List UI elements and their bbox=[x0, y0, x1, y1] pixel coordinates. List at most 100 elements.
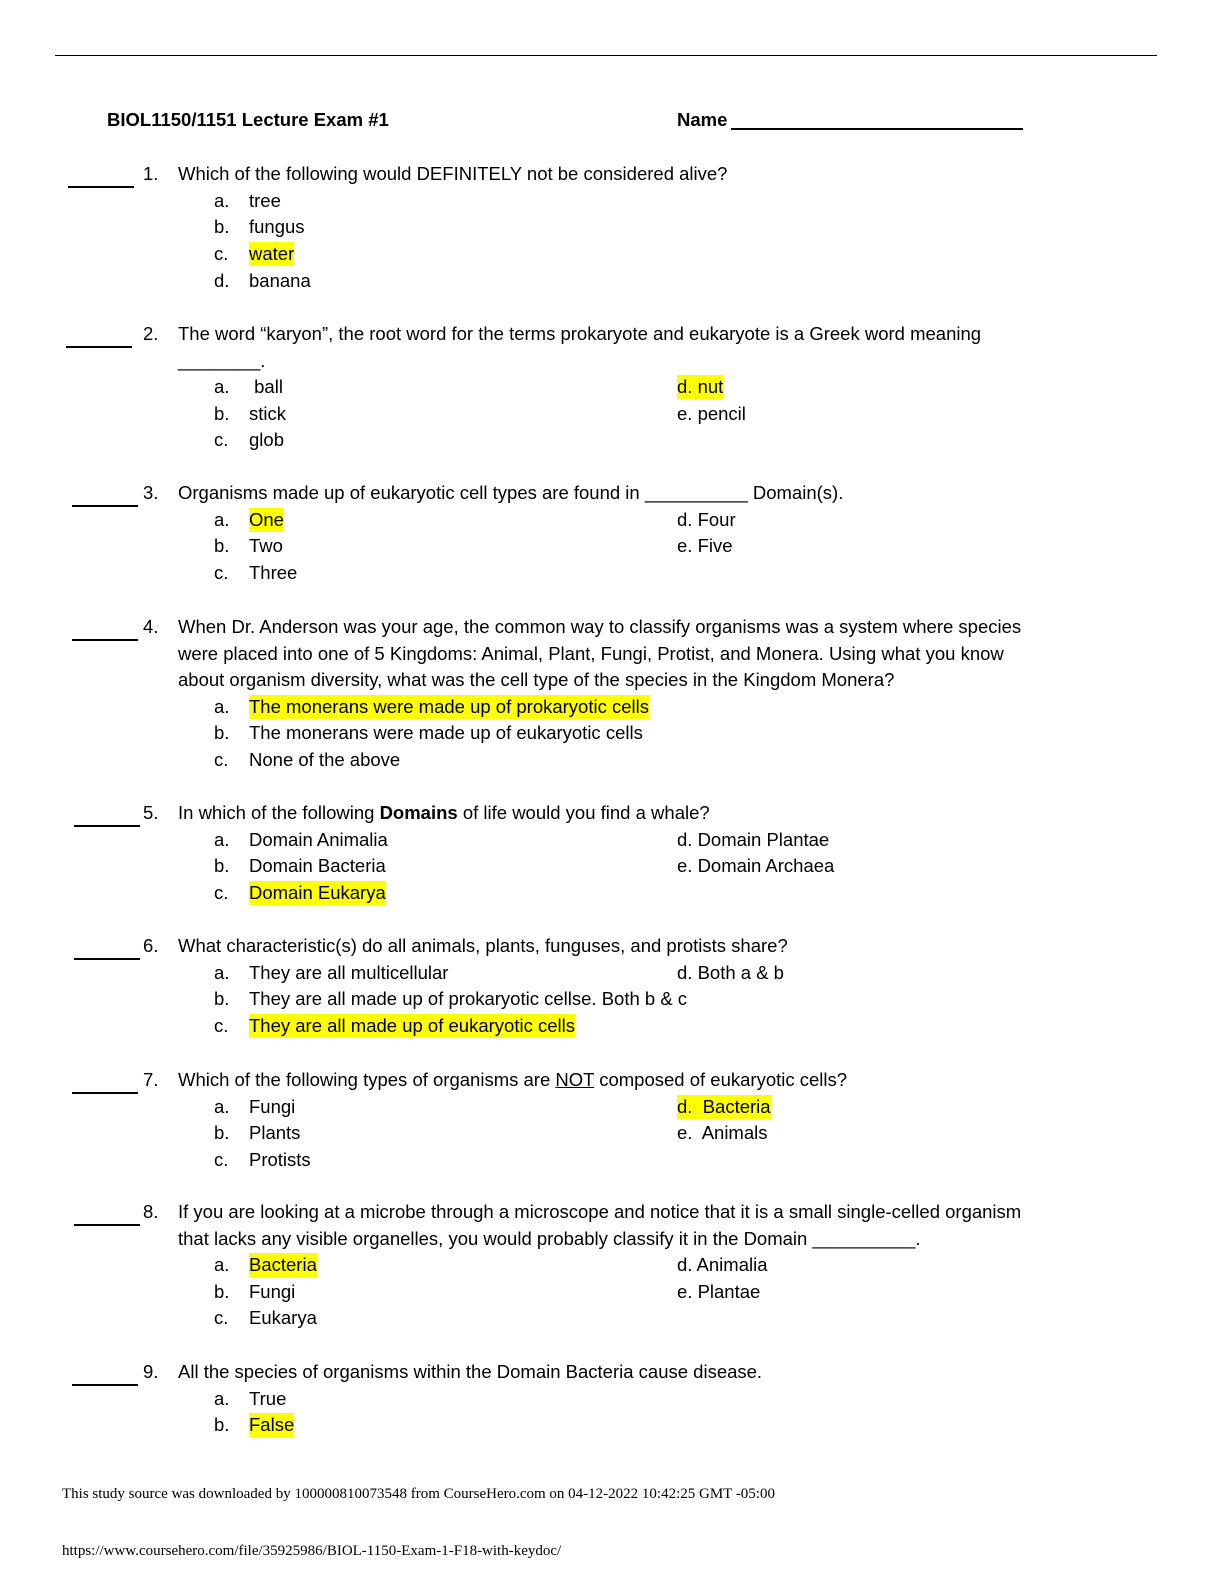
question-number: 1. bbox=[143, 163, 159, 184]
question-stem-line: about organism diversity, what was the c… bbox=[178, 668, 894, 692]
option-label: a. bbox=[214, 961, 230, 983]
option-text[interactable]: False bbox=[249, 1413, 295, 1438]
question-stem-line: When Dr. Anderson was your age, the comm… bbox=[178, 615, 1021, 639]
option-text[interactable]: Protists bbox=[249, 1148, 311, 1170]
answer-blank[interactable] bbox=[72, 1384, 138, 1386]
option-text-right[interactable]: d. Bacteria bbox=[677, 1094, 771, 1119]
option-text[interactable]: Three bbox=[249, 561, 298, 583]
answer-blank[interactable] bbox=[74, 825, 140, 827]
option-text[interactable]: They are all made up of eukaryotic cells bbox=[249, 1013, 575, 1038]
question-number: 5. bbox=[143, 802, 159, 823]
option-label: c. bbox=[214, 429, 229, 451]
option-label: a. bbox=[214, 1254, 230, 1275]
option-label: a. bbox=[214, 508, 230, 530]
option-text[interactable]: One bbox=[249, 507, 284, 532]
answer-blank[interactable] bbox=[72, 505, 138, 507]
option-label: a. bbox=[214, 828, 230, 850]
answer-blank[interactable] bbox=[68, 186, 134, 188]
option-text-right[interactable]: d. nut bbox=[677, 375, 724, 399]
option-label: c. bbox=[214, 881, 229, 903]
option-text-right[interactable]: e. Plantae bbox=[677, 1280, 761, 1302]
question-stem-line: Organisms made up of eukaryotic cell typ… bbox=[178, 481, 843, 505]
option-text[interactable]: Fungi bbox=[249, 1095, 296, 1117]
question-stem-line: What characteristic(s) do all animals, p… bbox=[178, 934, 788, 958]
name-field[interactable] bbox=[731, 128, 1023, 130]
question-stem-line: were placed into one of 5 Kingdoms: Anim… bbox=[178, 642, 1004, 666]
option-label: b. bbox=[214, 402, 230, 424]
stem-text: In which of the following bbox=[178, 802, 380, 823]
option-text-right[interactable]: d. Animalia bbox=[677, 1254, 768, 1275]
option-text-right[interactable]: e. Domain Archaea bbox=[677, 855, 835, 877]
question-stem-line: All the species of organisms within the … bbox=[178, 1360, 762, 1384]
question-stem-line: Which of the following types of organism… bbox=[178, 1068, 847, 1092]
option-text[interactable]: stick bbox=[249, 402, 286, 424]
underlined-text: NOT bbox=[555, 1069, 595, 1090]
option-label: a. bbox=[214, 1095, 230, 1117]
option-text[interactable]: ball bbox=[249, 376, 283, 397]
option-text[interactable]: Domain Eukarya bbox=[249, 880, 386, 905]
option-text-right[interactable]: d. Both a & b bbox=[677, 961, 784, 983]
answer-blank[interactable] bbox=[74, 1224, 140, 1226]
option-label: b. bbox=[214, 722, 230, 744]
stem-text: ________. bbox=[178, 349, 266, 371]
option-text[interactable]: Bacteria bbox=[249, 1253, 317, 1277]
option-label: b. bbox=[214, 216, 230, 238]
option-label: a. bbox=[214, 189, 230, 211]
option-text[interactable]: water bbox=[249, 241, 295, 266]
question-stem-line: ________. bbox=[178, 349, 265, 373]
option-text[interactable]: True bbox=[249, 1387, 287, 1409]
answer-blank[interactable] bbox=[72, 1092, 138, 1094]
answer-blank[interactable] bbox=[74, 958, 140, 960]
option-label: c. bbox=[214, 1014, 229, 1036]
option-text[interactable]: The monerans were made up of prokaryotic… bbox=[249, 694, 649, 719]
option-label: c. bbox=[214, 1307, 229, 1329]
option-text[interactable]: Domain Animalia bbox=[249, 828, 388, 850]
exam-title: BIOL1150/1151 Lecture Exam #1 bbox=[107, 109, 389, 130]
option-text[interactable]: tree bbox=[249, 189, 281, 211]
stem-text: Organisms made up of eukaryotic cell typ… bbox=[178, 482, 844, 503]
question-number: 9. bbox=[143, 1361, 159, 1382]
option-text[interactable]: glob bbox=[249, 429, 284, 451]
option-text[interactable]: Plants bbox=[249, 1122, 301, 1144]
option-text[interactable]: They are all multicellular bbox=[249, 961, 449, 983]
option-text[interactable]: They are all made up of prokaryotic cell… bbox=[249, 988, 688, 1010]
top-rule bbox=[55, 55, 1157, 56]
option-label: b. bbox=[214, 855, 230, 877]
stem-text: that lacks any visible organelles, you w… bbox=[178, 1227, 921, 1249]
stem-text: Which of the following types of organism… bbox=[178, 1069, 556, 1090]
question-stem-line: that lacks any visible organelles, you w… bbox=[178, 1227, 920, 1251]
option-label: b. bbox=[214, 1280, 230, 1302]
stem-text: of life would you find a whale? bbox=[457, 802, 710, 823]
option-text[interactable]: The monerans were made up of eukaryotic … bbox=[249, 722, 643, 744]
option-text-right[interactable]: d. Domain Plantae bbox=[677, 828, 830, 850]
option-text[interactable]: Domain Bacteria bbox=[249, 855, 386, 877]
option-text-right[interactable]: e. Five bbox=[677, 535, 733, 557]
answer-blank[interactable] bbox=[72, 639, 138, 641]
name-label: Name bbox=[677, 109, 728, 130]
option-label: b. bbox=[214, 1414, 230, 1436]
option-text[interactable]: fungus bbox=[249, 216, 305, 238]
question-number: 2. bbox=[143, 323, 159, 344]
download-note: This study source was downloaded by 1000… bbox=[62, 1486, 775, 1502]
stem-text: The word “karyon”, the root word for the… bbox=[178, 323, 982, 344]
stem-text: composed of eukaryotic cells? bbox=[594, 1069, 848, 1090]
option-label: d. bbox=[214, 269, 230, 291]
option-label: b. bbox=[214, 1122, 230, 1144]
option-text[interactable]: None of the above bbox=[249, 748, 401, 770]
option-text-right[interactable]: e. Animals bbox=[677, 1122, 768, 1144]
answer-blank[interactable] bbox=[66, 346, 132, 348]
question-stem-line: Which of the following would DEFINITELY … bbox=[178, 162, 727, 186]
question-number: 8. bbox=[143, 1201, 159, 1222]
option-text[interactable]: Eukarya bbox=[249, 1307, 317, 1329]
stem-text: Which of the following would DEFINITELY … bbox=[178, 163, 728, 184]
option-text[interactable]: banana bbox=[249, 269, 311, 291]
option-label: c. bbox=[214, 1148, 229, 1170]
option-label: b. bbox=[214, 988, 230, 1010]
option-text-right[interactable]: e. pencil bbox=[677, 402, 746, 424]
question-stem-line: The word “karyon”, the root word for the… bbox=[178, 322, 981, 346]
question-number: 7. bbox=[143, 1069, 159, 1090]
source-url[interactable]: https://www.coursehero.com/file/35925986… bbox=[62, 1543, 562, 1559]
option-text-right[interactable]: d. Four bbox=[677, 508, 736, 530]
option-text[interactable]: Fungi bbox=[249, 1280, 296, 1302]
option-text[interactable]: Two bbox=[249, 535, 283, 557]
